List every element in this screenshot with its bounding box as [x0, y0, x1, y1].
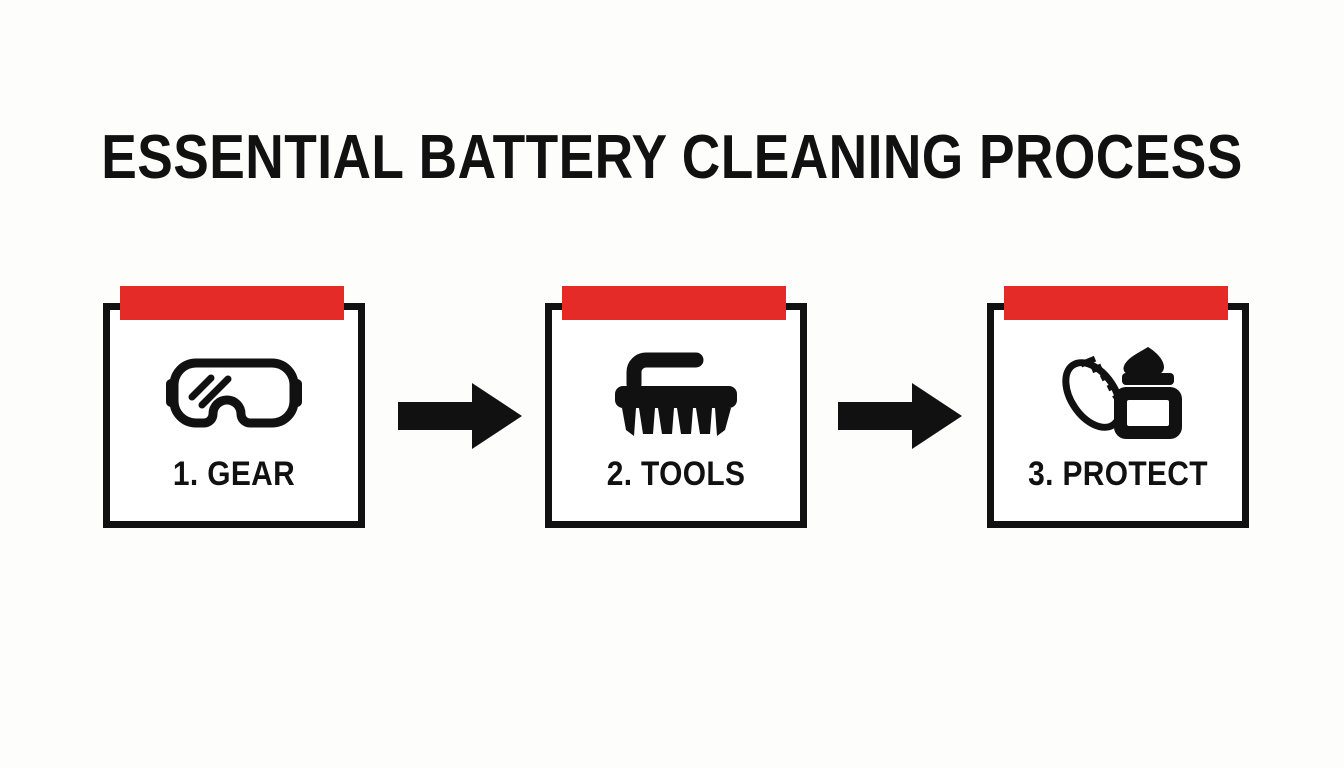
- grease-jar-icon: [1062, 347, 1182, 439]
- icon-container: [612, 350, 740, 436]
- step-banner-protect: [1004, 286, 1228, 320]
- scrub-brush-icon: [615, 352, 737, 436]
- step-banner-gear: [120, 286, 344, 320]
- step-card-tools[interactable]: 2. TOOLS: [545, 303, 807, 528]
- step-card-inner: 1. GEAR: [110, 310, 358, 521]
- icon-container: [164, 350, 304, 436]
- safety-goggles-icon: [166, 358, 302, 428]
- step-label-protect: 3. PROTECT: [1028, 455, 1208, 493]
- step-banner-tools: [562, 286, 786, 320]
- step-label-gear: 1. GEAR: [172, 455, 296, 493]
- step-card-protect[interactable]: 3. PROTECT: [987, 303, 1249, 528]
- step-card-inner: 2. TOOLS: [552, 310, 800, 521]
- arrow-right-icon: [838, 383, 962, 449]
- icon-container: [1048, 347, 1188, 439]
- step-label-tools: 2. TOOLS: [606, 455, 746, 493]
- page-title: ESSENTIAL BATTERY CLEANING PROCESS: [101, 123, 1243, 192]
- arrow-right-icon: [398, 383, 522, 449]
- step-card-gear[interactable]: 1. GEAR: [103, 303, 365, 528]
- step-card-inner: 3. PROTECT: [994, 310, 1242, 521]
